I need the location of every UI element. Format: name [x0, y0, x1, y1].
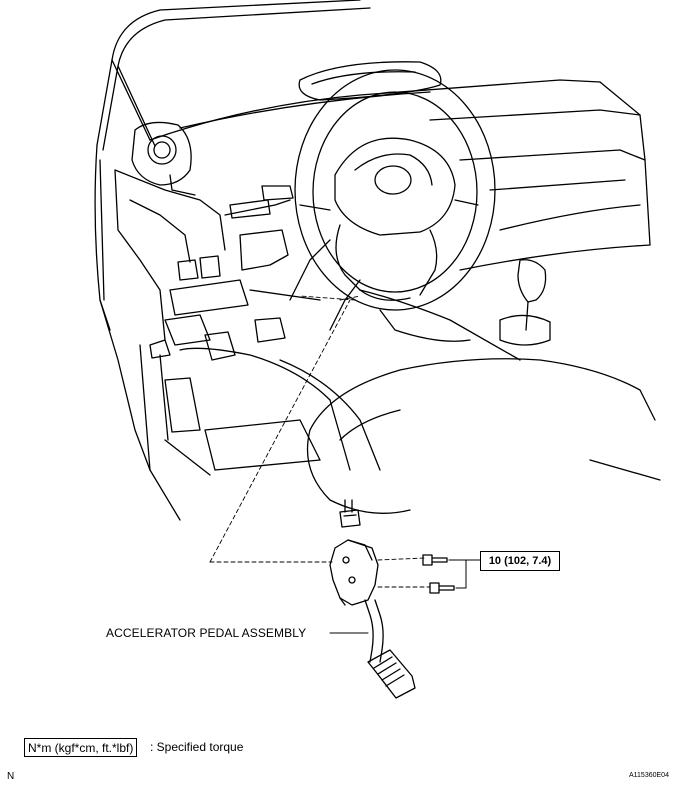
wiring-connector [339, 499, 361, 528]
torque-spec-box: 10 (102, 7.4) [480, 551, 560, 571]
driver-seat [306, 358, 661, 514]
corner-mark: N [7, 771, 15, 782]
torque-value: 10 (102, 7.4) [488, 555, 552, 567]
floor-console [279, 289, 521, 471]
instrument-cluster [298, 61, 442, 101]
gear-shift [499, 259, 551, 346]
air-vent [131, 121, 196, 196]
footwell-pedals [164, 317, 331, 476]
dashboard [149, 79, 651, 271]
bolts [422, 554, 455, 594]
figure-id: A115360E04 [629, 772, 669, 779]
legend-unit-box: N*m (kgf*cm, ft.*lbf) [24, 738, 138, 757]
steering-column [249, 239, 361, 331]
part-label: ACCELERATOR PEDAL ASSEMBLY [106, 626, 307, 640]
left-door-panel [99, 159, 181, 521]
accelerator-pedal [329, 539, 416, 699]
steering-wheel [294, 69, 496, 311]
leader-lines [209, 295, 431, 588]
legend-unit-text: N*m (kgf*cm, ft.*lbf) [28, 740, 134, 755]
center-stack [114, 169, 294, 359]
torque-bracket [448, 559, 481, 589]
legend-description: : Specified torque [150, 740, 244, 754]
windshield-frame [94, 0, 371, 331]
